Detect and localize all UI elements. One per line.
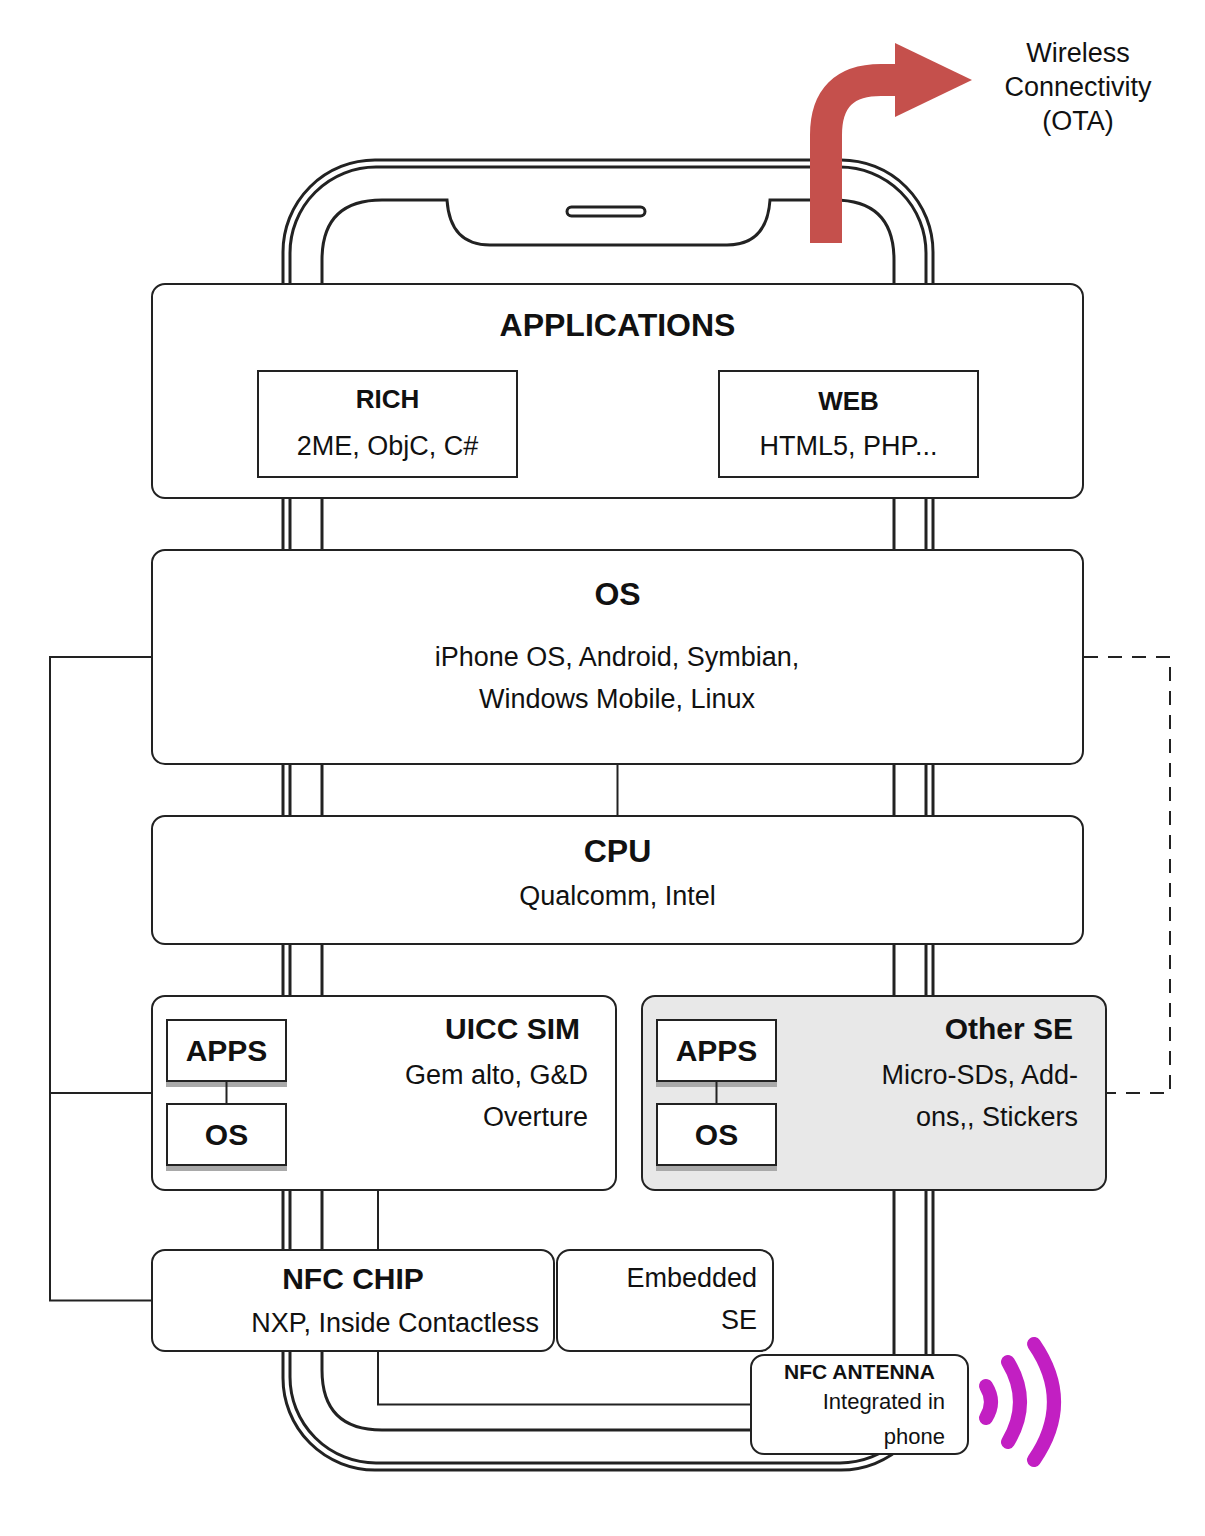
node-heading: WEB: [720, 384, 977, 418]
node-heading: NFC CHIP: [153, 1260, 553, 1298]
sub-component-box: APPS: [166, 1019, 287, 1082]
phone-speaker: [567, 207, 645, 216]
nfc-chip-box: NFC CHIP NXP, Inside Contactless: [151, 1249, 555, 1352]
sub-component-box: OS: [656, 1103, 777, 1166]
node-body: 2ME, ObjC, C#: [259, 429, 516, 463]
node-heading: APPLICATIONS: [153, 305, 1082, 345]
node-heading: APPS: [658, 1021, 775, 1080]
node-heading: Embedded SE: [597, 1257, 757, 1341]
uicc-sim-box: UICC SIM Gem alto, G&D Overture APPS OS: [151, 995, 617, 1191]
other-se-box: Other SE Micro-SDs, Add-ons,, Stickers APP…: [641, 995, 1107, 1191]
nfc-wave: [1034, 1344, 1054, 1460]
nfc-wave: [1008, 1362, 1020, 1442]
node-heading: OS: [168, 1105, 285, 1164]
cpu-layer: CPU Qualcomm, Intel: [151, 815, 1084, 945]
node-heading: OS: [658, 1105, 775, 1164]
node-body: Gem alto, G&D Overture: [348, 1054, 588, 1138]
node-heading: CPU: [153, 831, 1082, 871]
nfc-antenna-box: NFC ANTENNAIntegrated in phone: [750, 1354, 969, 1455]
dashed-connector: [1084, 657, 1170, 1093]
sub-component-box: APPS: [656, 1019, 777, 1082]
node-body: Qualcomm, Intel: [153, 879, 1082, 913]
app-type-box: WEB HTML5, PHP...: [718, 370, 979, 478]
connector-line: [226, 1082, 228, 1103]
ota-arrow-shaft: [826, 80, 902, 243]
nfc-wave: [986, 1386, 991, 1418]
node-body: Micro-SDs, Add-ons,, Stickers: [833, 1054, 1078, 1138]
connector-line: [617, 765, 619, 815]
node-heading: UICC SIM: [280, 1010, 580, 1048]
sub-component-box: OS: [166, 1103, 287, 1166]
ota-arrow-head: [895, 43, 972, 117]
connector-line: [50, 657, 151, 1301]
connector-line: [378, 1352, 750, 1405]
os-layer: OS iPhone OS, Android, Symbian, Windows M…: [151, 549, 1084, 765]
node-heading: NFC ANTENNA: [752, 1358, 967, 1386]
node-body: HTML5, PHP...: [720, 429, 977, 463]
node-heading: OS: [153, 574, 1082, 614]
node-body: iPhone OS, Android, Symbian, Windows Mob…: [397, 636, 837, 720]
applications-layer: APPLICATIONS RICH 2ME, ObjC, C# WEB HTML5, P…: [151, 283, 1084, 499]
node-heading: APPS: [168, 1021, 285, 1080]
nfc-waves: [986, 1344, 1054, 1460]
node-body: NXP, Inside Contactless: [159, 1306, 539, 1340]
node-heading: Other SE: [773, 1010, 1073, 1048]
app-type-box: RICH 2ME, ObjC, C#: [257, 370, 518, 478]
embedded-se-box: Embedded SE: [556, 1249, 774, 1352]
connector-line: [377, 1191, 379, 1249]
node-heading: RICH: [259, 382, 516, 416]
connector-line: [50, 657, 151, 1093]
connector-line: [716, 1082, 718, 1103]
node-body: Integrated in phone: [785, 1384, 945, 1454]
connectivity-label: Wireless Connectivity (OTA): [978, 36, 1178, 138]
